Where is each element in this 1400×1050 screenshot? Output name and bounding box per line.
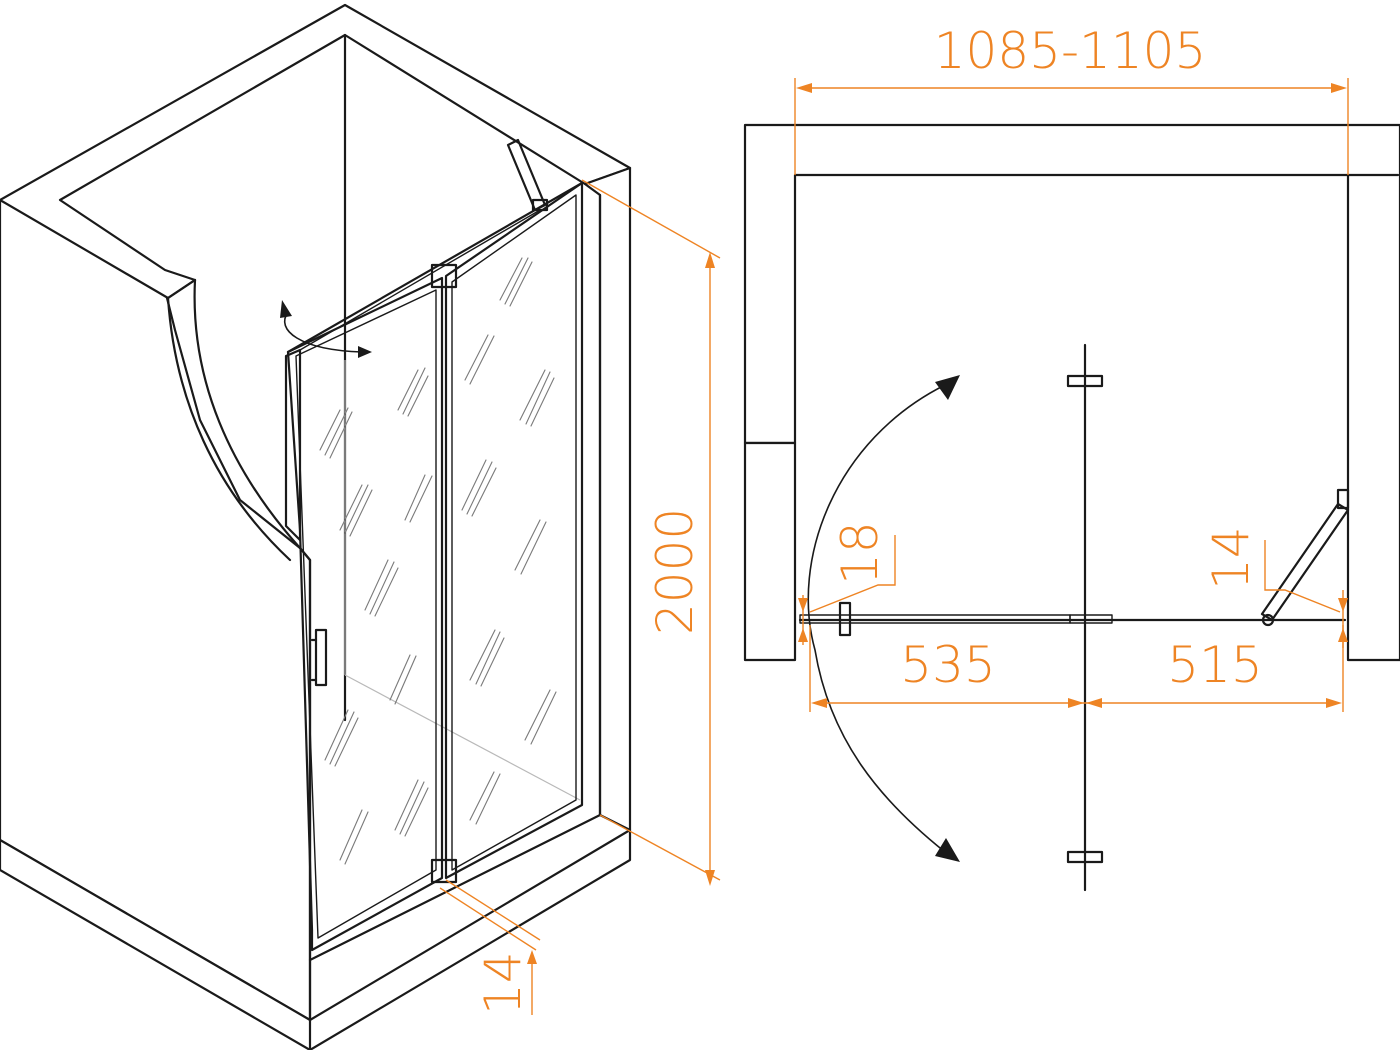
fixed-arrow-left — [1086, 698, 1102, 708]
width-arrow-left — [796, 83, 812, 93]
base-floor-front-edge — [308, 813, 602, 962]
plan-axis-marker-bottom — [1066, 850, 1104, 864]
top-profile — [286, 181, 584, 354]
plan-swing-arrowhead-bottom — [935, 838, 960, 862]
iso-swing-arrowhead-top — [280, 300, 292, 318]
wall-curve-cap — [166, 278, 197, 300]
profile-offset-label: 18 — [831, 521, 889, 585]
height-extension-top — [581, 179, 721, 259]
width-range-label: 1085-1105 — [934, 22, 1207, 80]
clamp-offset-arrow-top — [1338, 598, 1348, 612]
height-label: 2000 — [646, 508, 704, 635]
wall-curve-outer — [166, 296, 292, 562]
fixed-glass-hatching — [461, 257, 557, 825]
fixed-arrow-right — [1326, 698, 1342, 708]
iso-swing-arrowhead-right — [358, 346, 372, 358]
height-arrow-top — [705, 252, 715, 268]
width-arrow-right — [1331, 83, 1347, 93]
clamp-offset-arrow-bottom — [1338, 628, 1348, 642]
door-wall-profile — [284, 348, 302, 542]
top-hinge — [430, 263, 458, 289]
door-arrow-left — [811, 698, 827, 708]
thickness-extension-a — [445, 879, 541, 941]
thickness-label-iso: 14 — [474, 951, 532, 1015]
clamp-offset-leader — [1264, 540, 1341, 613]
plan-axis-marker-top — [1066, 374, 1104, 388]
profile-offset-arrow-top — [798, 598, 808, 612]
height-extension-bottom — [599, 814, 721, 881]
plan-swing-arrowhead-top — [935, 375, 960, 400]
plan-stabilizer-bar — [1260, 502, 1350, 622]
thickness-extension-b — [439, 887, 537, 951]
iso-swing-arrow — [283, 311, 363, 353]
door-panel-inner — [295, 289, 437, 939]
door-width-label: 535 — [900, 636, 995, 694]
right-wall-front — [583, 166, 632, 832]
fixed-panel — [444, 181, 584, 880]
isometric-view: 2000 14 — [0, 3, 721, 1050]
plan-stabilizer-clamp — [1261, 613, 1275, 627]
door-arrow-right — [1068, 698, 1084, 708]
floor-back-edge — [344, 674, 581, 801]
door-handle[interactable] — [314, 628, 328, 687]
profile-offset-arrow-bottom — [798, 628, 808, 642]
door-glass-hatching — [319, 367, 433, 865]
stabilizer-clamp — [531, 198, 549, 212]
fixed-panel-inner — [451, 194, 577, 871]
height-arrow-bottom — [705, 870, 715, 886]
bottom-hinge — [430, 858, 458, 884]
thickness-arrow — [527, 950, 537, 964]
top-profile-inner — [299, 209, 541, 351]
fixed-width-label: 515 — [1167, 636, 1262, 694]
clamp-offset-label: 14 — [1202, 526, 1260, 590]
wall-curve-inner — [193, 278, 302, 550]
plan-swing-arc — [807, 384, 946, 853]
left-wall-top — [0, 3, 632, 300]
plan-handle[interactable] — [838, 601, 852, 637]
plan-view: 1085-1105 535 515 18 14 — [743, 22, 1400, 892]
plan-hinge-block — [1069, 614, 1113, 624]
plan-stabilizer-mount — [1336, 488, 1350, 510]
stabilizer-bar — [506, 138, 547, 212]
plan-wall-left-lower — [743, 441, 797, 662]
profile-offset-leader — [809, 535, 896, 613]
